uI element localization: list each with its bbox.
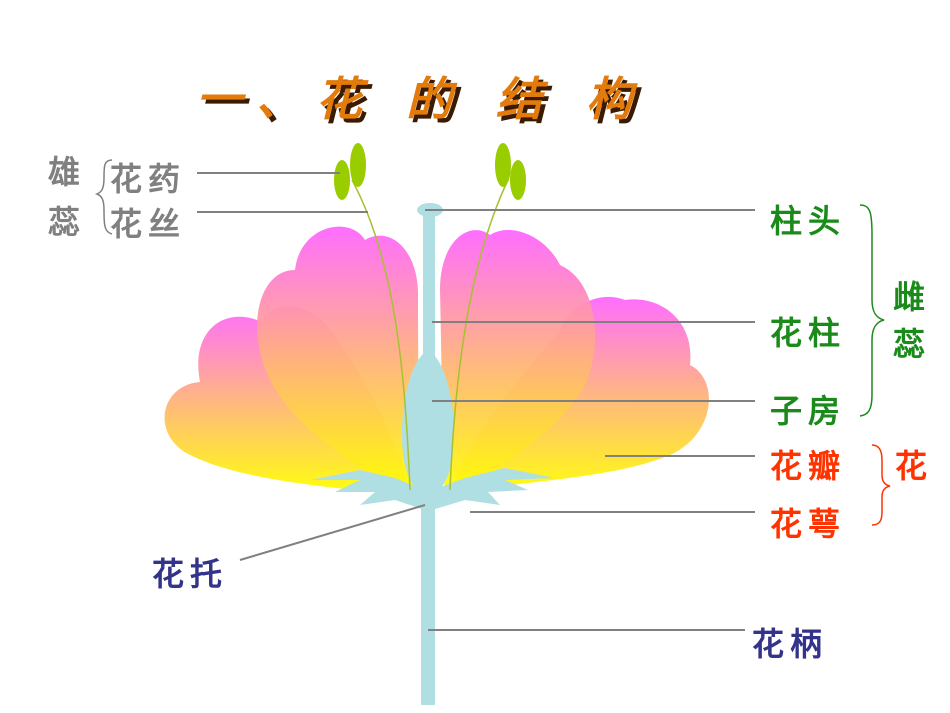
- label-sepal: 花萼: [770, 505, 846, 543]
- label-pistil-char-1: 雌: [893, 278, 925, 316]
- label-style: 花柱: [770, 314, 846, 352]
- brace-stamen: [94, 159, 113, 235]
- sepal-left: [310, 470, 425, 510]
- petal-inner-left: [257, 226, 419, 495]
- brace-pistil: [859, 204, 885, 417]
- label-stamen-char-1: 雄: [48, 153, 86, 191]
- label-anther: 花药: [110, 160, 186, 198]
- anther-right-front: [510, 160, 526, 200]
- anther-right-back: [495, 143, 511, 187]
- label-pistil-char-2: 蕊: [893, 325, 925, 363]
- petal-inner-right: [440, 229, 596, 495]
- label-receptacle: 花托: [152, 555, 228, 593]
- label-petal: 花瓣: [770, 447, 846, 485]
- pedicel-stalk: [421, 480, 435, 705]
- label-stamen-char-2: 蕊: [48, 203, 86, 241]
- anther-left-front: [350, 143, 366, 187]
- label-stigma: 柱头: [770, 202, 846, 240]
- ovary: [401, 350, 455, 500]
- label-filament: 花丝: [110, 205, 186, 243]
- title-shadow: 一、花 的 结 构: [200, 76, 650, 130]
- label-ovary: 子房: [770, 392, 846, 430]
- label-pedicel: 花柄: [752, 625, 828, 663]
- filament-right: [449, 179, 509, 491]
- leader-receptacle: [239, 504, 426, 561]
- anther-left-back: [334, 160, 350, 200]
- sepal-right: [432, 468, 555, 510]
- brace-perianth: [871, 444, 891, 526]
- title: 一、花 的 结 构: [196, 72, 646, 126]
- style: [423, 212, 435, 357]
- label-perianth-group: 花: [895, 447, 927, 485]
